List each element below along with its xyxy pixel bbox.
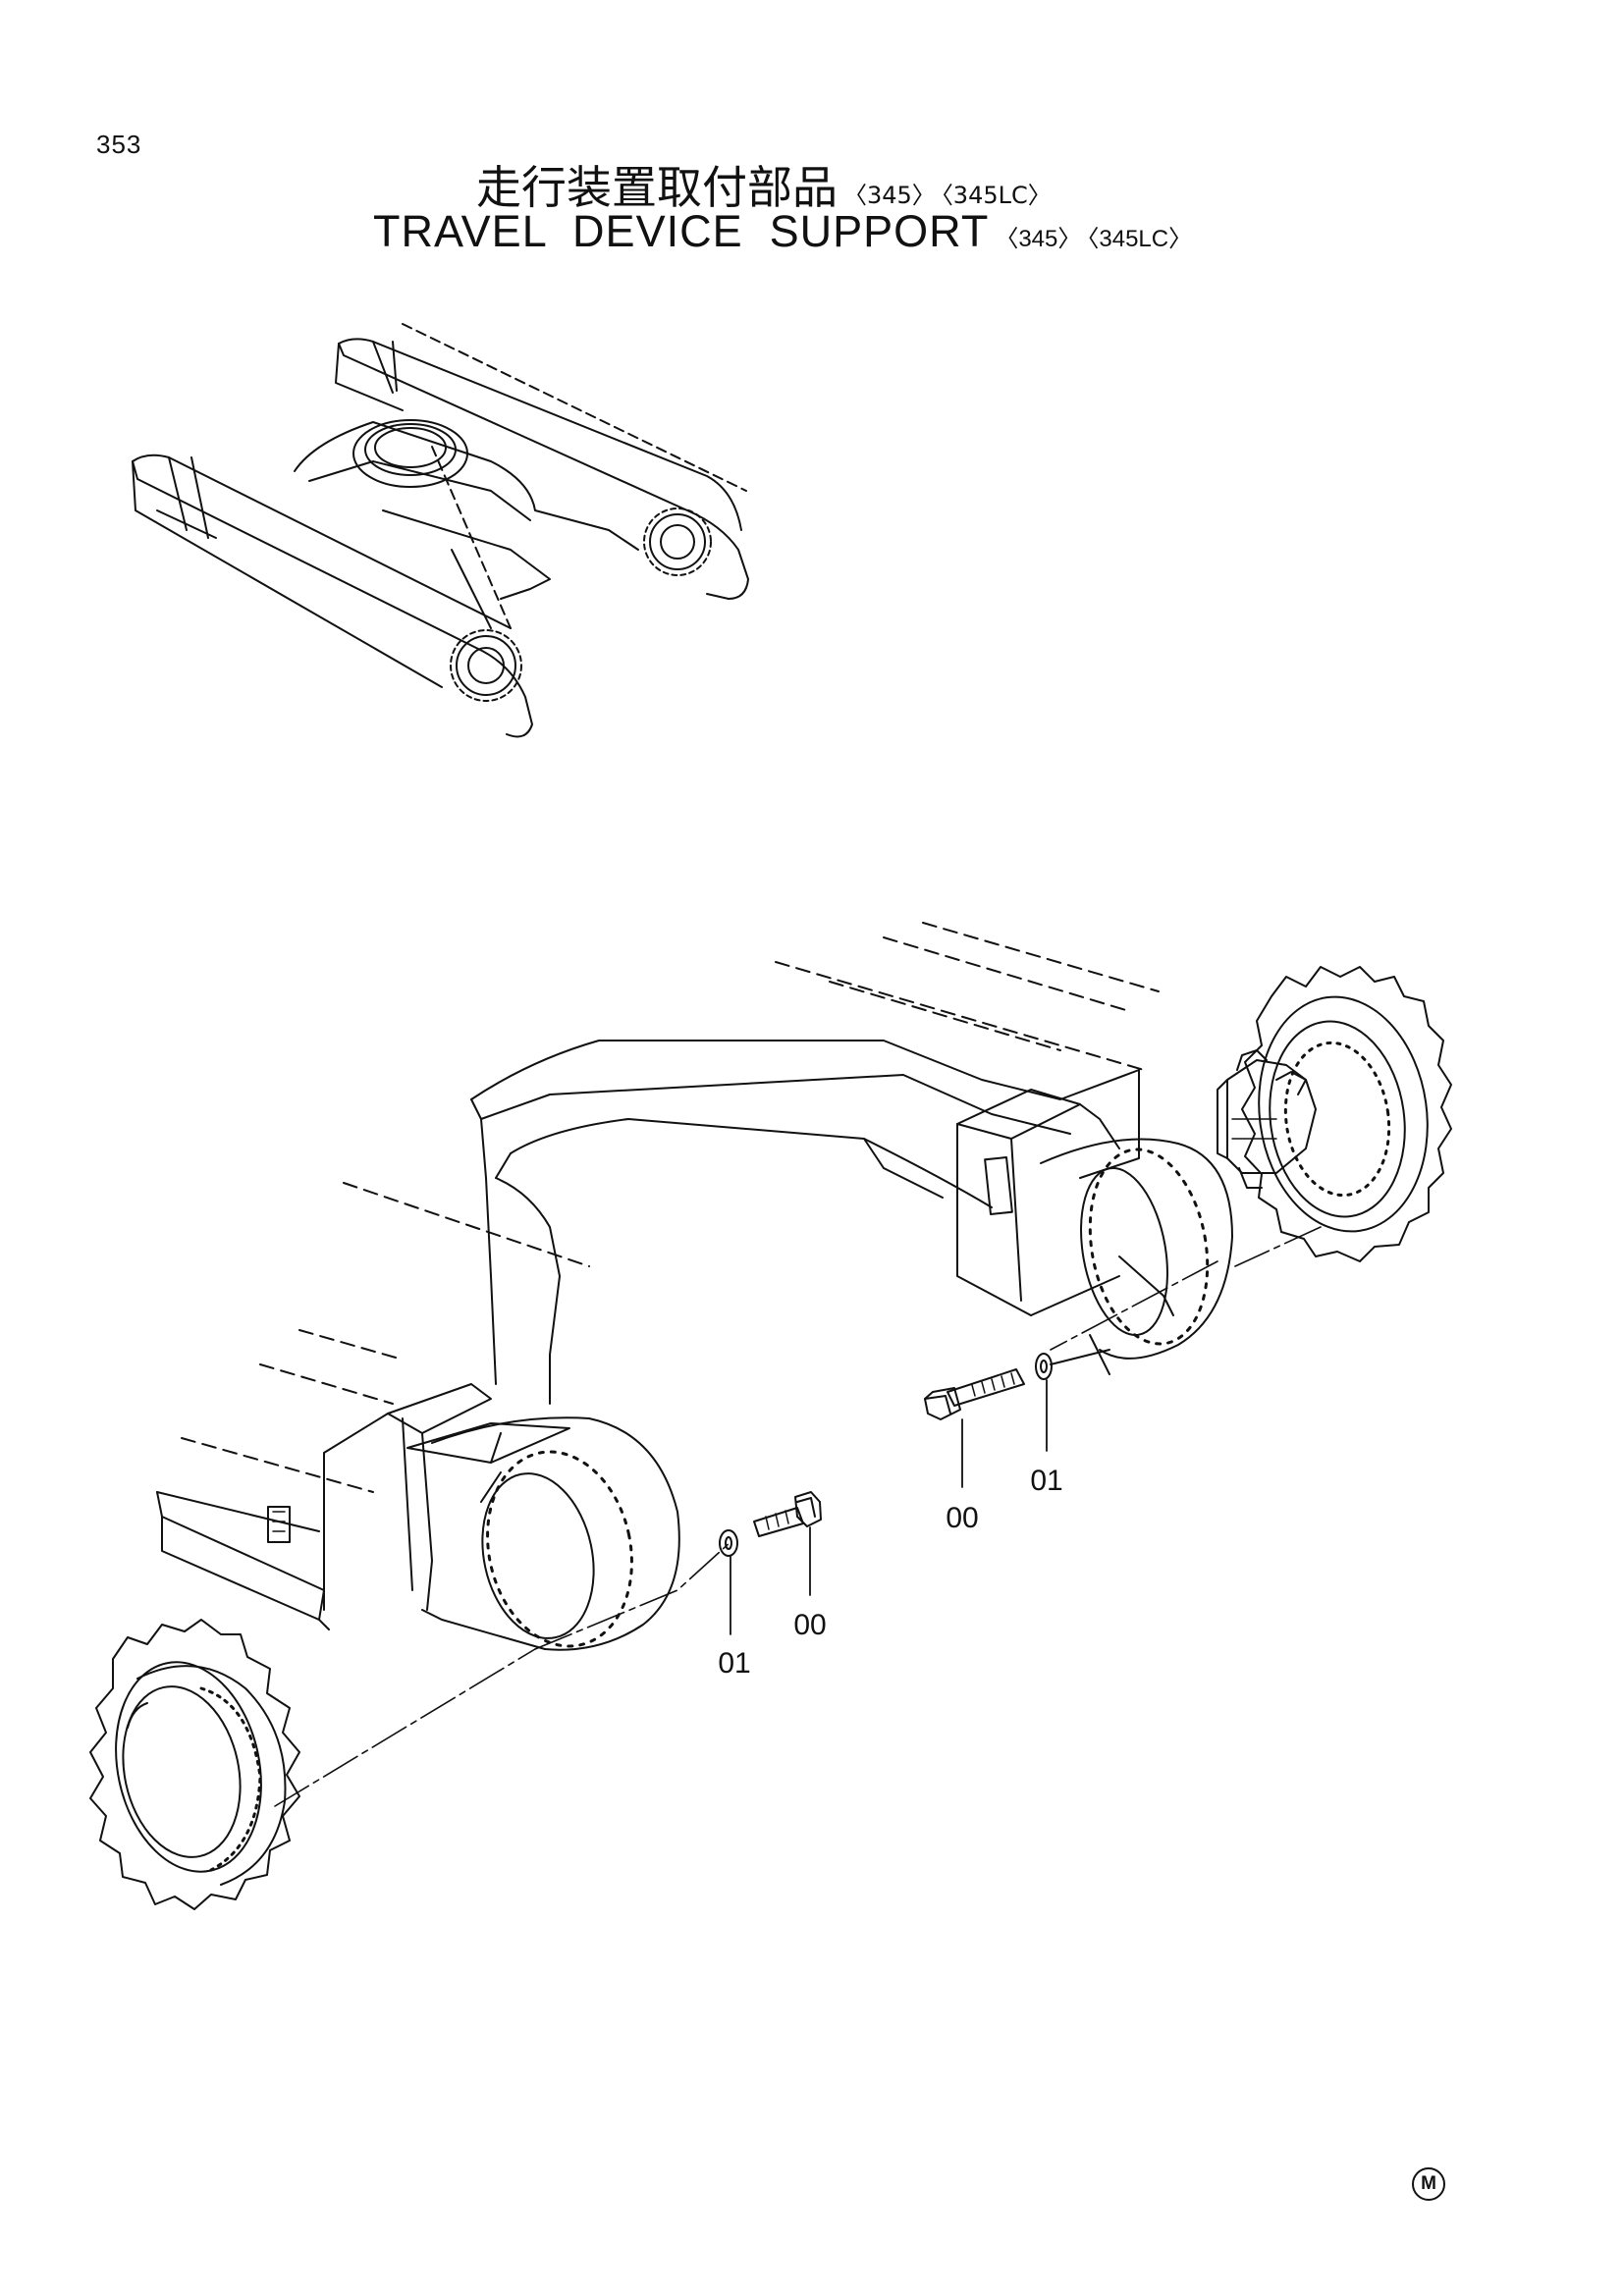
model-345lc-en: 〈345LC〉 [1087, 226, 1193, 252]
left-washer [719, 1529, 738, 1557]
track-frame [181, 922, 1233, 1493]
callout-leaders [730, 1379, 1048, 1635]
title-jp-text: 走行装置取付部品 [476, 161, 838, 214]
left-sprocket [89, 1619, 300, 1910]
title-english: TRAVEL DEVICE SUPPORT〈345〉〈345LC〉 [373, 206, 1192, 257]
right-washer [1035, 1353, 1053, 1380]
callout-left-bolt: 00 [793, 1609, 826, 1641]
assembly-centerlines [274, 1226, 1322, 1807]
model-345-en: 〈345〉 [995, 226, 1082, 252]
callout-right-bolt: 00 [946, 1502, 978, 1534]
right-sprocket [1217, 966, 1452, 1262]
page-number: 353 [96, 130, 142, 159]
left-bolt [753, 1491, 822, 1537]
callout-left-washer: 01 [718, 1647, 750, 1680]
title-en-text: TRAVEL DEVICE SUPPORT [373, 206, 990, 256]
maintenance-mark-icon: M [1412, 2167, 1445, 2201]
track-frame-left [156, 1383, 680, 1651]
model-345lc: 〈345LC〉 [941, 182, 1052, 209]
right-bolt [924, 1368, 1025, 1420]
model-345: 〈345〉 [843, 182, 936, 209]
title-japanese: 走行装置取付部品〈345〉〈345LC〉 [476, 152, 1052, 217]
overview-undercarriage [132, 323, 749, 738]
callout-right-washer: 01 [1030, 1465, 1062, 1497]
